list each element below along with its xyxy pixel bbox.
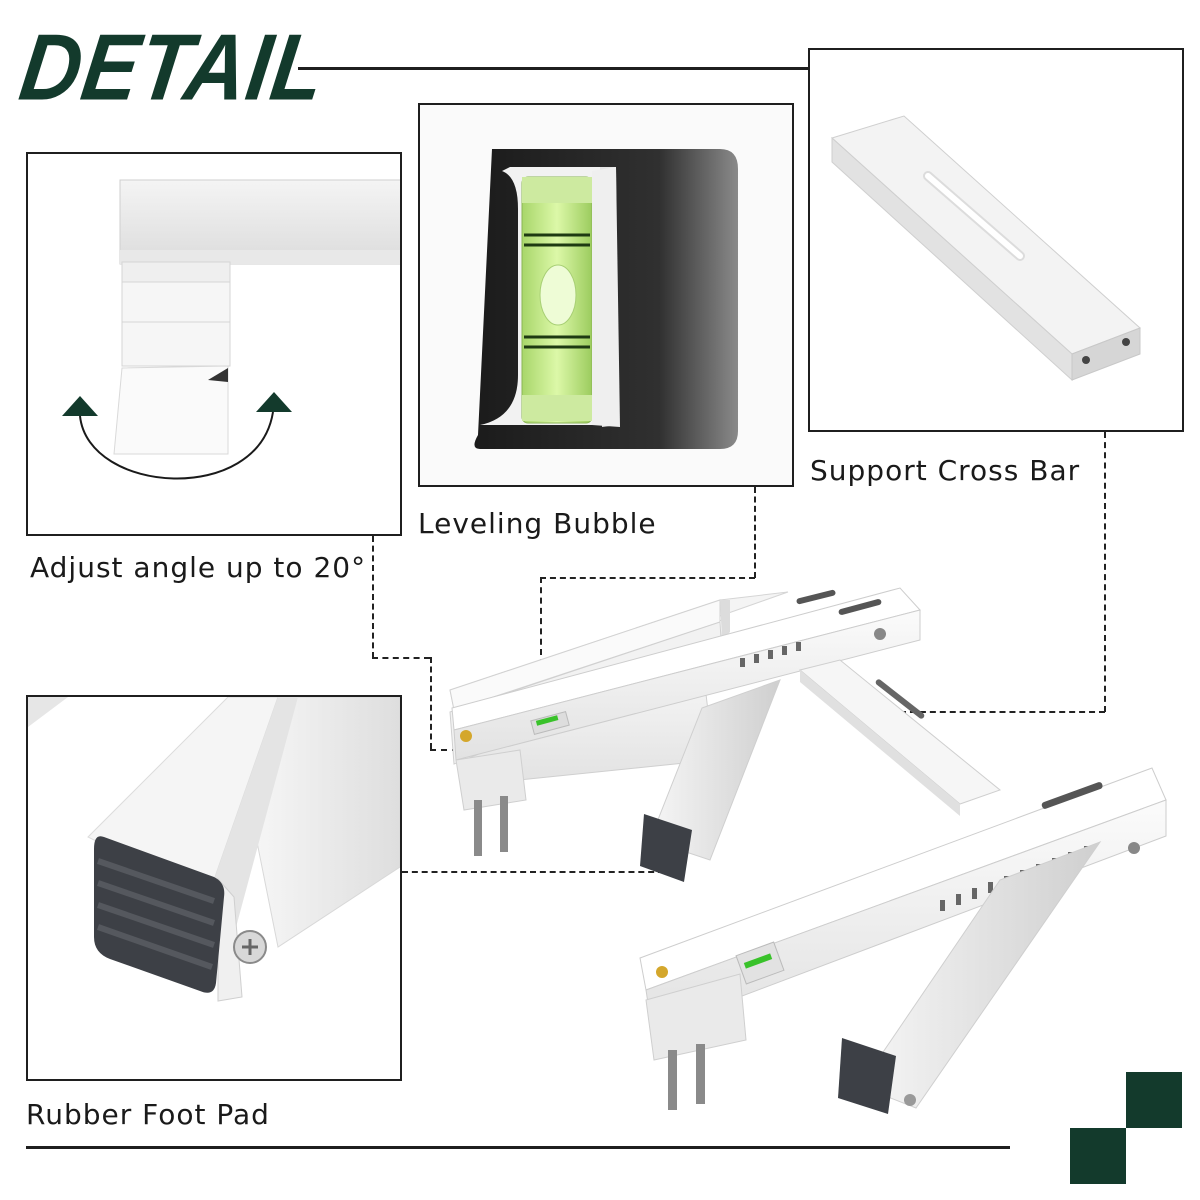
bubble-detail-panel bbox=[418, 103, 794, 487]
angle-detail-panel bbox=[26, 152, 402, 536]
leveling-bubble-illustration bbox=[420, 105, 792, 485]
curved-double-arrow-icon bbox=[79, 411, 274, 480]
connector-crossbar bbox=[1104, 432, 1106, 712]
page-title: DETAIL bbox=[13, 14, 332, 120]
connector-foot bbox=[402, 871, 664, 873]
checkered-logo-icon bbox=[1070, 1072, 1182, 1184]
angle-caption: Adjust angle up to 20° bbox=[30, 551, 367, 584]
rubber-pad bbox=[94, 836, 225, 993]
footer-rule bbox=[26, 1146, 1010, 1149]
connector-bubble bbox=[754, 487, 756, 578]
foot-detail-panel bbox=[26, 695, 402, 1081]
connector-crossbar bbox=[900, 711, 1105, 713]
bubble-caption: Leveling Bubble bbox=[418, 507, 657, 540]
bracket-assembly-illustration bbox=[440, 560, 1180, 1140]
connector-angle bbox=[372, 536, 374, 658]
crossbar-detail-panel bbox=[808, 48, 1184, 432]
crossbar-caption: Support Cross Bar bbox=[810, 454, 1081, 487]
foot-caption: Rubber Foot Pad bbox=[26, 1098, 270, 1131]
connector-bubble bbox=[540, 577, 755, 579]
connector-angle bbox=[372, 657, 430, 659]
connector-bubble bbox=[540, 577, 542, 727]
connector-angle bbox=[430, 657, 432, 749]
rubber-foot-illustration bbox=[28, 697, 400, 1002]
angle-bracket-illustration bbox=[62, 179, 400, 480]
header-rule bbox=[298, 67, 810, 70]
cross-bar-illustration bbox=[831, 115, 1141, 382]
